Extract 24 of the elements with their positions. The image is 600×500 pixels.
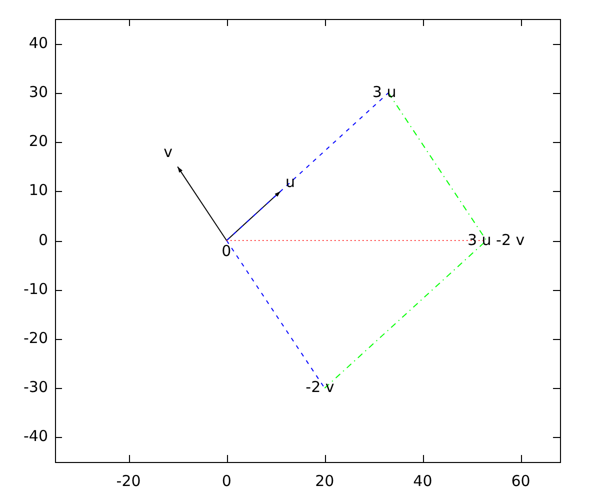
point-label: 3 u -2 v (467, 232, 525, 248)
tick-label: 20 (315, 474, 334, 489)
point-label: -2 v (306, 380, 334, 396)
tick-label: -20 (116, 474, 141, 489)
tick-label: 30 (28, 84, 48, 100)
point-label: 0 (222, 244, 232, 258)
connector-line (226, 92, 389, 241)
point-label: v (164, 144, 172, 160)
connector-line (226, 240, 326, 389)
connector-line (388, 92, 487, 241)
tick-label: 60 (511, 474, 530, 489)
tick-label: -40 (24, 429, 48, 444)
tick-label: -10 (24, 282, 48, 297)
point-label: 3 u (372, 84, 396, 100)
tick-label: -30 (24, 380, 48, 396)
tick-label: 10 (28, 183, 48, 198)
tick-label: -20 (24, 330, 48, 346)
tick-label: 40 (28, 36, 48, 51)
tick-label: 0 (38, 232, 48, 248)
tick-label: 0 (222, 474, 232, 489)
vector-arrow (177, 166, 228, 241)
tick-label: 20 (28, 134, 48, 150)
point-label: u (286, 175, 296, 190)
tick-label: 40 (413, 474, 432, 489)
